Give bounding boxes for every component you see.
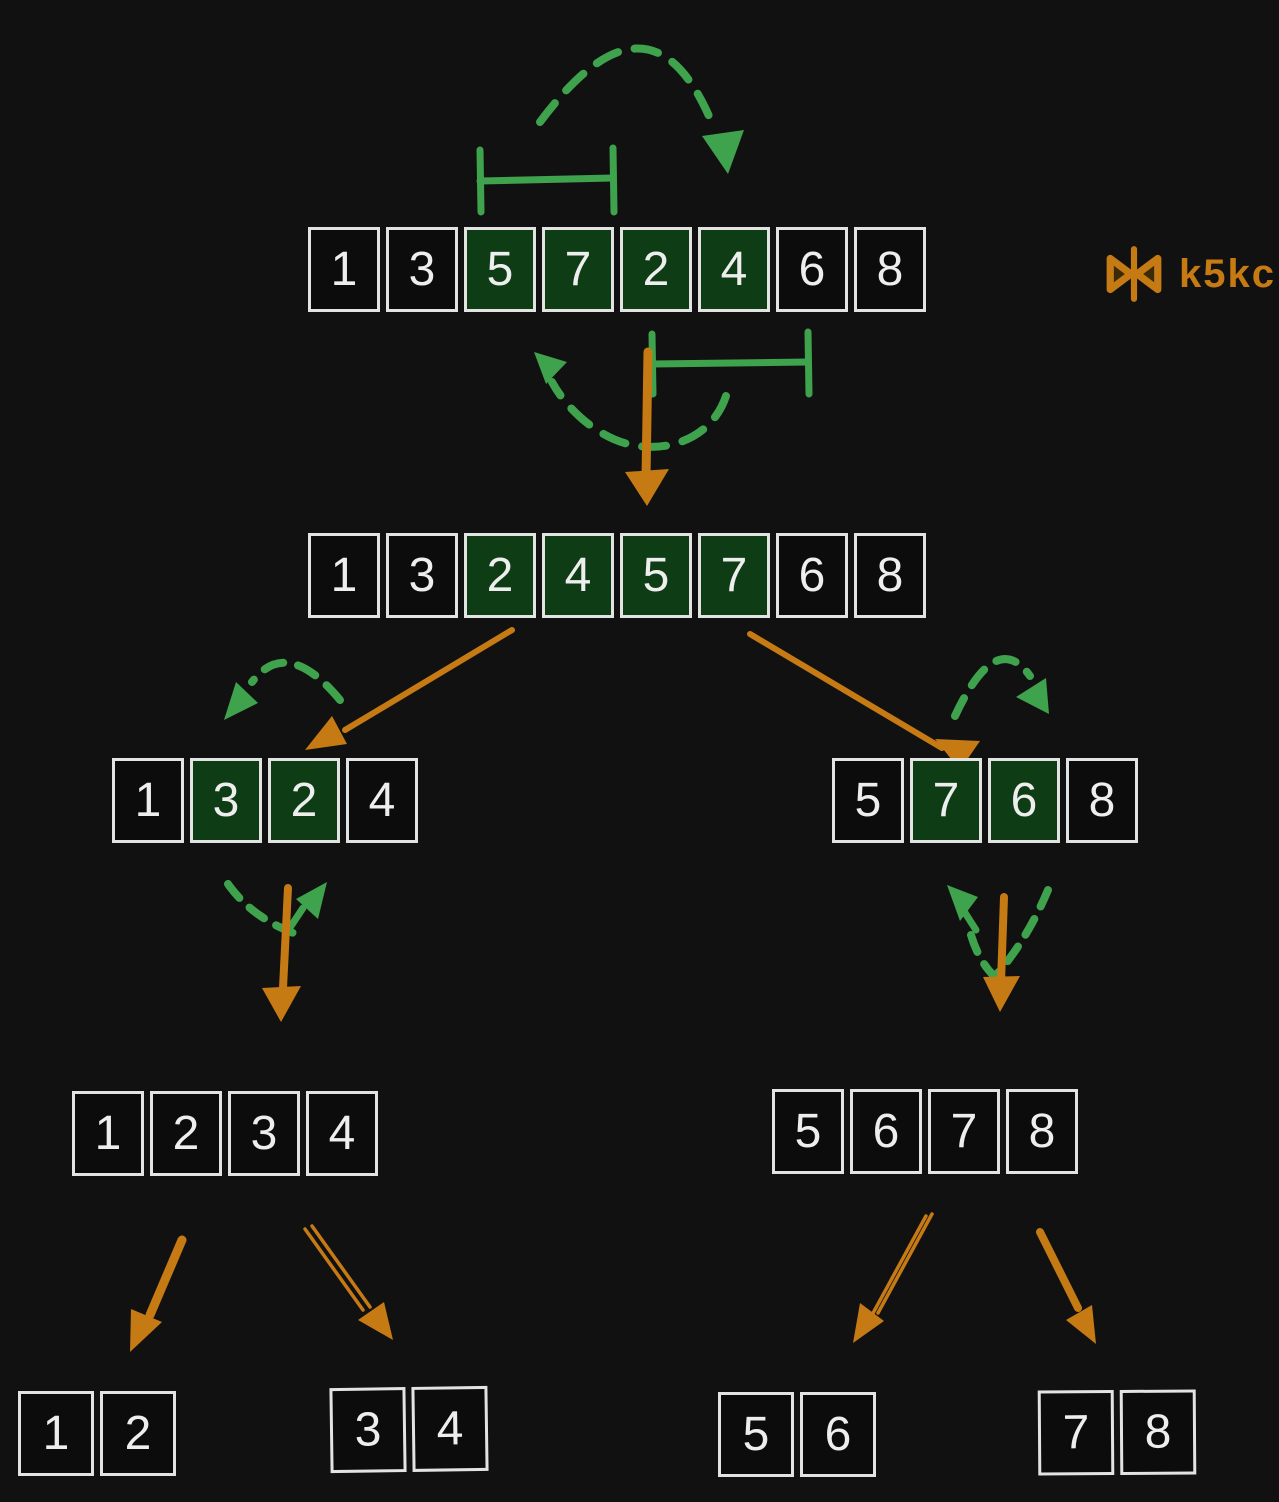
sort-arrow-left-icon bbox=[262, 884, 301, 1022]
array-cell: 8 bbox=[1006, 1089, 1078, 1174]
array-cell: 6 bbox=[850, 1089, 922, 1174]
array-cell: 2 bbox=[100, 1391, 176, 1476]
array-cell: 5 bbox=[464, 227, 536, 312]
array-cell: 7 bbox=[928, 1089, 1000, 1174]
array-cell: 2 bbox=[268, 758, 340, 843]
array-cell: 6 bbox=[776, 227, 848, 312]
array-cell: 1 bbox=[72, 1091, 144, 1176]
array-cell: 8 bbox=[854, 227, 926, 312]
array-cell: 1 bbox=[18, 1391, 94, 1476]
array-cell: 6 bbox=[988, 758, 1060, 843]
array-cell: 3 bbox=[329, 1387, 407, 1474]
array-cell: 3 bbox=[228, 1091, 300, 1176]
range-bracket-mid-icon bbox=[648, 328, 813, 398]
array-cell: 3 bbox=[386, 533, 458, 618]
swap-mark-left-icon bbox=[224, 880, 327, 938]
split-arrow-left-icon bbox=[305, 627, 515, 750]
split-arrow-right-icon bbox=[747, 631, 980, 770]
merge-arrow-center-icon bbox=[625, 347, 669, 506]
array-cell: 2 bbox=[620, 227, 692, 312]
array-cell: 5 bbox=[620, 533, 692, 618]
array-cell: 8 bbox=[854, 533, 926, 618]
split-arrow-pair56-icon bbox=[853, 1212, 934, 1343]
range-bracket-top-icon bbox=[476, 144, 618, 216]
array-cell: 7 bbox=[698, 533, 770, 618]
array-cell: 4 bbox=[698, 227, 770, 312]
array-cell: 6 bbox=[776, 533, 848, 618]
array-cell: 6 bbox=[800, 1392, 876, 1477]
array-cell: 2 bbox=[464, 533, 536, 618]
array-cell: 1 bbox=[308, 533, 380, 618]
watermark-label: k5kc bbox=[1179, 251, 1276, 296]
watermark: k5kc bbox=[1103, 246, 1276, 302]
array-cell: 2 bbox=[150, 1091, 222, 1176]
swap-mark-right-icon bbox=[947, 885, 1052, 980]
sort-arrow-right-icon bbox=[983, 893, 1020, 1012]
array-cell: 3 bbox=[190, 758, 262, 843]
split-arrow-pair12-icon bbox=[130, 1235, 187, 1352]
array-cell: 7 bbox=[542, 227, 614, 312]
swap-arc-right-icon bbox=[951, 655, 1049, 720]
array-cell: 8 bbox=[1119, 1389, 1197, 1475]
array-cell: 1 bbox=[308, 227, 380, 312]
array-cell: 5 bbox=[832, 758, 904, 843]
array-cell: 4 bbox=[542, 533, 614, 618]
swap-arc-left-icon bbox=[224, 658, 344, 720]
array-cell: 7 bbox=[910, 758, 982, 843]
split-arrow-pair78-icon bbox=[1036, 1228, 1096, 1344]
array-cell: 4 bbox=[306, 1091, 378, 1176]
swap-arc-mid-icon bbox=[534, 352, 730, 451]
array-cell: 8 bbox=[1066, 758, 1138, 843]
bowtie-icon bbox=[1106, 246, 1162, 302]
array-cell: 1 bbox=[112, 758, 184, 843]
split-arrow-pair34-icon bbox=[303, 1224, 393, 1340]
array-cell: 3 bbox=[386, 227, 458, 312]
array-cell: 7 bbox=[1037, 1390, 1115, 1476]
array-cell: 4 bbox=[346, 758, 418, 843]
array-cell: 4 bbox=[411, 1385, 489, 1472]
array-cell: 5 bbox=[718, 1392, 794, 1477]
array-cell: 5 bbox=[772, 1089, 844, 1174]
swap-arc-top-icon bbox=[536, 44, 744, 174]
